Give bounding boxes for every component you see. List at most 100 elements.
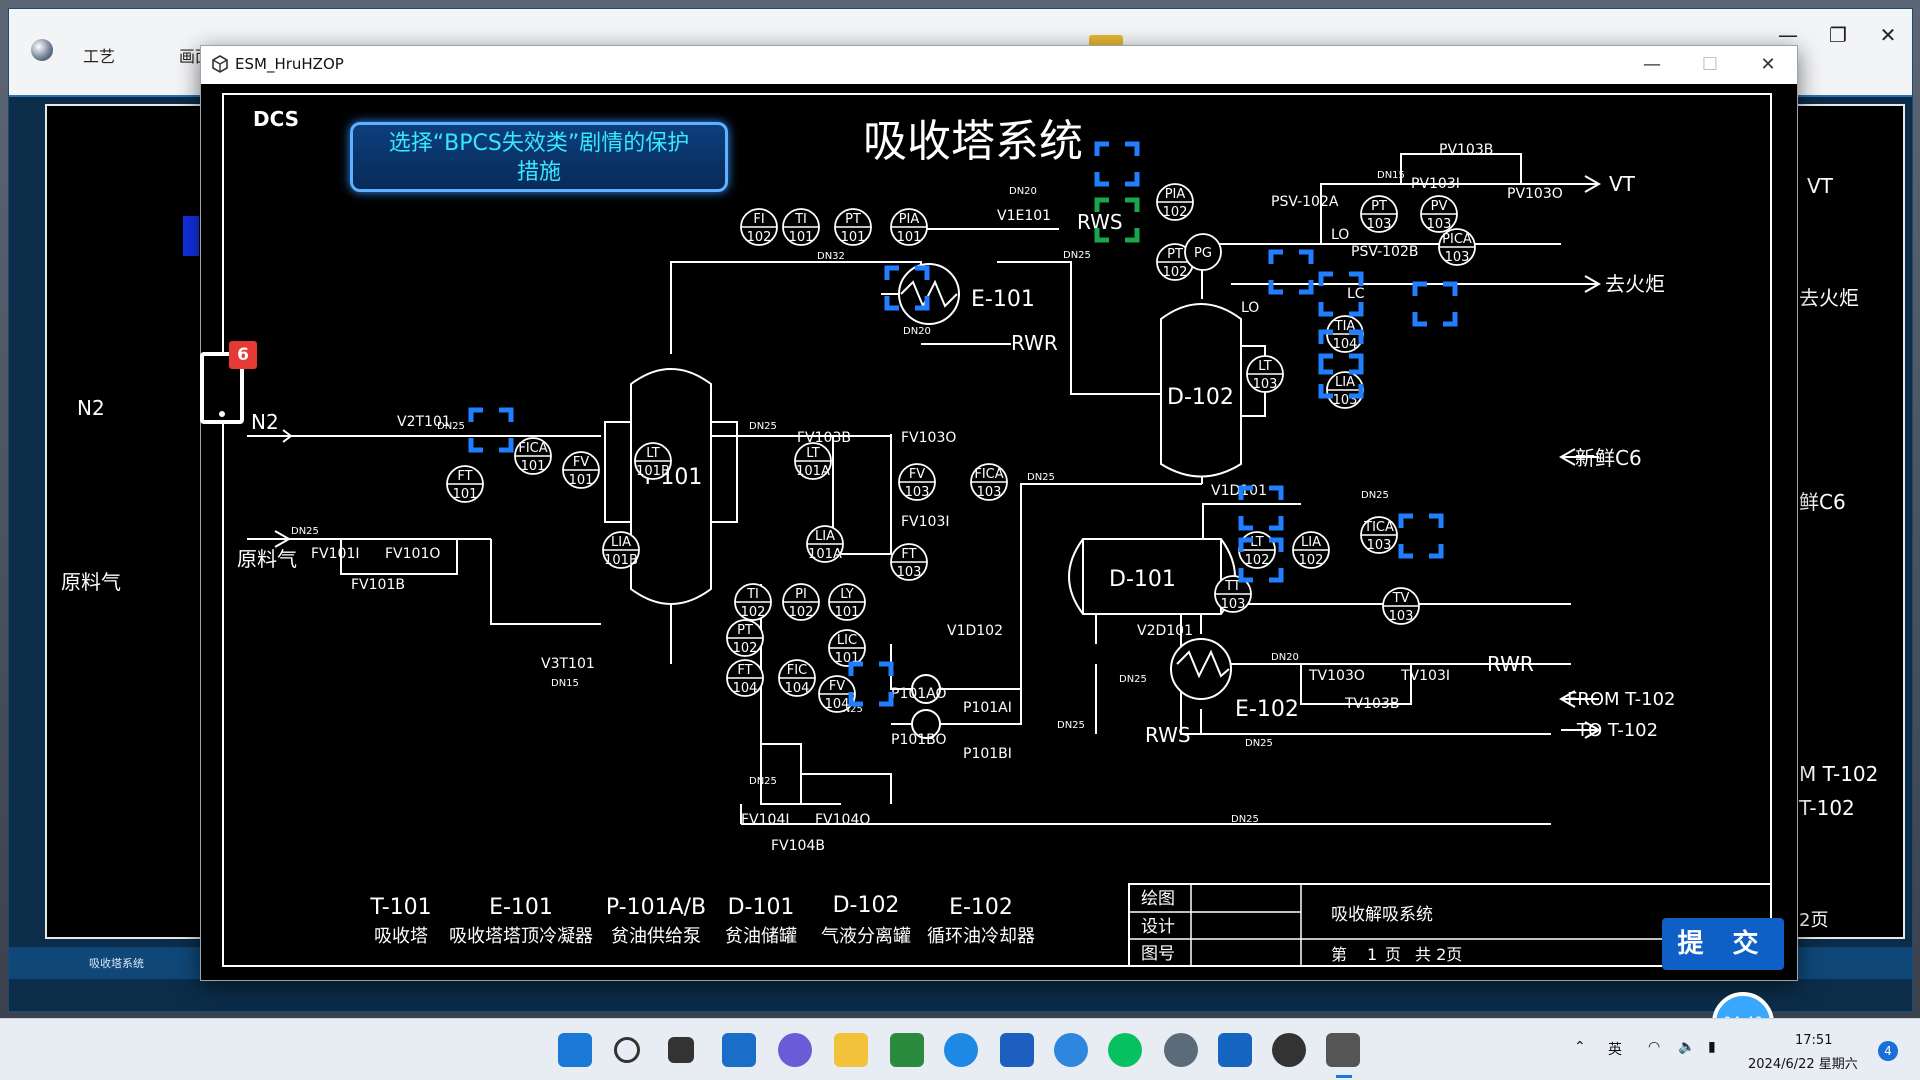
app-ball-icon[interactable] <box>1272 1033 1306 1067</box>
instrument-number: 103 <box>897 565 922 580</box>
store-icon[interactable] <box>1000 1033 1034 1067</box>
instrument-number: 104 <box>825 697 850 712</box>
svg-text:DN25: DN25 <box>1231 814 1259 825</box>
selection-marker-9[interactable] <box>1238 485 1284 531</box>
minimize-button[interactable]: — <box>1643 54 1661 75</box>
selection-marker-3[interactable] <box>468 407 514 453</box>
selection-marker-12[interactable] <box>848 661 894 707</box>
chevron-up-icon[interactable]: ⌃ <box>1574 1039 1586 1055</box>
svg-text:E-102: E-102 <box>1235 697 1299 722</box>
settings-icon[interactable] <box>1164 1033 1198 1067</box>
chat-icon[interactable] <box>778 1033 812 1067</box>
window-titlebar[interactable]: ESM_HruHZOP — ☐ ✕ <box>201 46 1797 84</box>
notification-count[interactable]: 4 <box>1878 1041 1898 1061</box>
selection-marker-8[interactable] <box>1318 353 1364 399</box>
close-button[interactable]: ✕ <box>1760 54 1776 75</box>
instrument-function: FV <box>829 679 845 694</box>
wechat-icon[interactable] <box>1108 1033 1142 1067</box>
instrument-fv-103[interactable]: FV103 <box>898 463 936 501</box>
maximize-button[interactable]: ☐ <box>1701 54 1719 75</box>
equipment-legend: T-101 吸收塔 E-101 吸收塔塔顶冷凝器 P-101A/B 贫油供给泵 … <box>369 893 1035 947</box>
wifi-icon[interactable]: ◠ <box>1648 1039 1661 1055</box>
svg-text:TV103O: TV103O <box>1308 668 1365 684</box>
selection-marker-6[interactable] <box>1412 281 1458 327</box>
esm-app-icon[interactable] <box>1326 1033 1360 1067</box>
selection-marker-1[interactable] <box>1094 197 1140 243</box>
instrument-tv-103[interactable]: TV103 <box>1382 587 1420 625</box>
vessel-t101[interactable]: T-101 <box>604 368 738 605</box>
task-view-icon[interactable] <box>668 1037 694 1063</box>
office-icon[interactable] <box>890 1033 924 1067</box>
instrument-fv-101[interactable]: FV101 <box>562 451 600 489</box>
bg-close-button[interactable]: ✕ <box>1879 23 1897 47</box>
window-title: ESM_HruHZOP <box>235 55 344 73</box>
widgets-icon[interactable] <box>722 1033 756 1067</box>
file-explorer-icon[interactable] <box>834 1033 868 1067</box>
selection-marker-4[interactable] <box>1268 249 1314 295</box>
edge-icon[interactable] <box>944 1033 978 1067</box>
selection-marker-5[interactable] <box>1318 271 1364 317</box>
selection-marker-11[interactable] <box>1398 513 1444 559</box>
exchanger-e102[interactable]: E-102 <box>1170 638 1299 722</box>
search-icon[interactable] <box>614 1037 640 1063</box>
selection-marker-7[interactable] <box>1318 329 1364 375</box>
selection-marker-10[interactable] <box>1238 537 1284 583</box>
kugou-icon[interactable] <box>1054 1033 1088 1067</box>
bg-restore-button[interactable]: ❐ <box>1829 23 1847 47</box>
security-shield-icon[interactable] <box>1218 1033 1252 1067</box>
volume-icon[interactable]: 🔈 <box>1678 1039 1696 1055</box>
instrument-fv-104[interactable]: FV 104 <box>818 675 856 713</box>
instrument-pv-103[interactable]: PV103 <box>1420 195 1458 233</box>
vessel-d101[interactable]: D-101 <box>1068 538 1236 615</box>
bg-label-flare: 去火炬 <box>1799 286 1859 310</box>
instrument-number: 101 <box>835 605 860 620</box>
label-flare: 去火炬 <box>1605 272 1665 296</box>
pumps[interactable] <box>911 674 941 739</box>
submit-button[interactable]: 提 交 <box>1662 918 1784 970</box>
instrument-pg-[interactable]: PG <box>1184 233 1222 271</box>
bg-minimize-button[interactable]: — <box>1778 23 1798 47</box>
vessel-d102[interactable]: D-102 <box>1160 303 1266 478</box>
selection-marker-0[interactable] <box>1094 141 1140 187</box>
footer-tab[interactable]: 吸收塔系统 <box>89 957 144 970</box>
clock-date[interactable]: 2024/6/22 星期六 <box>1748 1057 1858 1072</box>
exchanger-e101[interactable]: E-101 <box>898 263 1035 325</box>
tab-process[interactable]: 工艺 <box>83 47 116 66</box>
start-icon[interactable] <box>558 1033 592 1067</box>
selection-marker-2[interactable] <box>884 265 930 311</box>
svg-text:V1E101: V1E101 <box>997 208 1051 224</box>
clock-time[interactable]: 17:51 <box>1795 1033 1833 1048</box>
battery-icon[interactable]: ▮ <box>1708 1039 1716 1055</box>
ime-indicator[interactable]: 英 <box>1608 1042 1622 1058</box>
scenario-prompt-button[interactable]: 选择“BPCS失效类”剧情的保护 措施 <box>350 122 728 192</box>
